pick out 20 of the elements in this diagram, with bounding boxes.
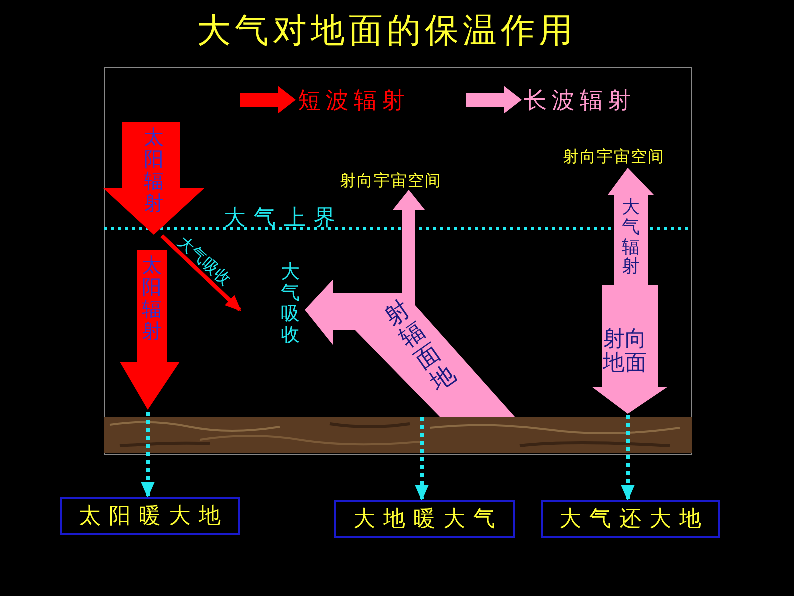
legend-label: 长波辐射 bbox=[524, 87, 636, 116]
text-box: 太阳暖大地 bbox=[60, 497, 240, 535]
text-box: 大地暖大气 bbox=[334, 500, 515, 538]
annotation-text: 射向宇宙空间 bbox=[340, 172, 442, 190]
arrow-label: 大气辐射 bbox=[622, 198, 640, 278]
arrow bbox=[160, 234, 242, 312]
arrow-label: 射辐面地 bbox=[380, 296, 460, 396]
arrow-label: 太阳辐射 bbox=[142, 254, 162, 342]
annotation-text: 射向宇宙空间 bbox=[563, 148, 665, 166]
annotation-text: 大气吸收 bbox=[281, 262, 300, 346]
boundary-label: 大气上界 bbox=[224, 205, 344, 233]
arrow-label: 太阳辐射 bbox=[144, 126, 164, 214]
legend-label: 短波辐射 bbox=[298, 87, 410, 116]
dashed-arrow bbox=[141, 412, 155, 498]
text-box: 大气还大地 bbox=[541, 500, 720, 538]
edge-label: 大气吸收 bbox=[174, 232, 235, 291]
title: 大气对地面的保温作用 bbox=[196, 10, 578, 53]
dashed-arrow bbox=[621, 415, 635, 501]
dashed-arrow bbox=[415, 417, 429, 501]
arrow-label: 射向地面 bbox=[603, 328, 647, 376]
